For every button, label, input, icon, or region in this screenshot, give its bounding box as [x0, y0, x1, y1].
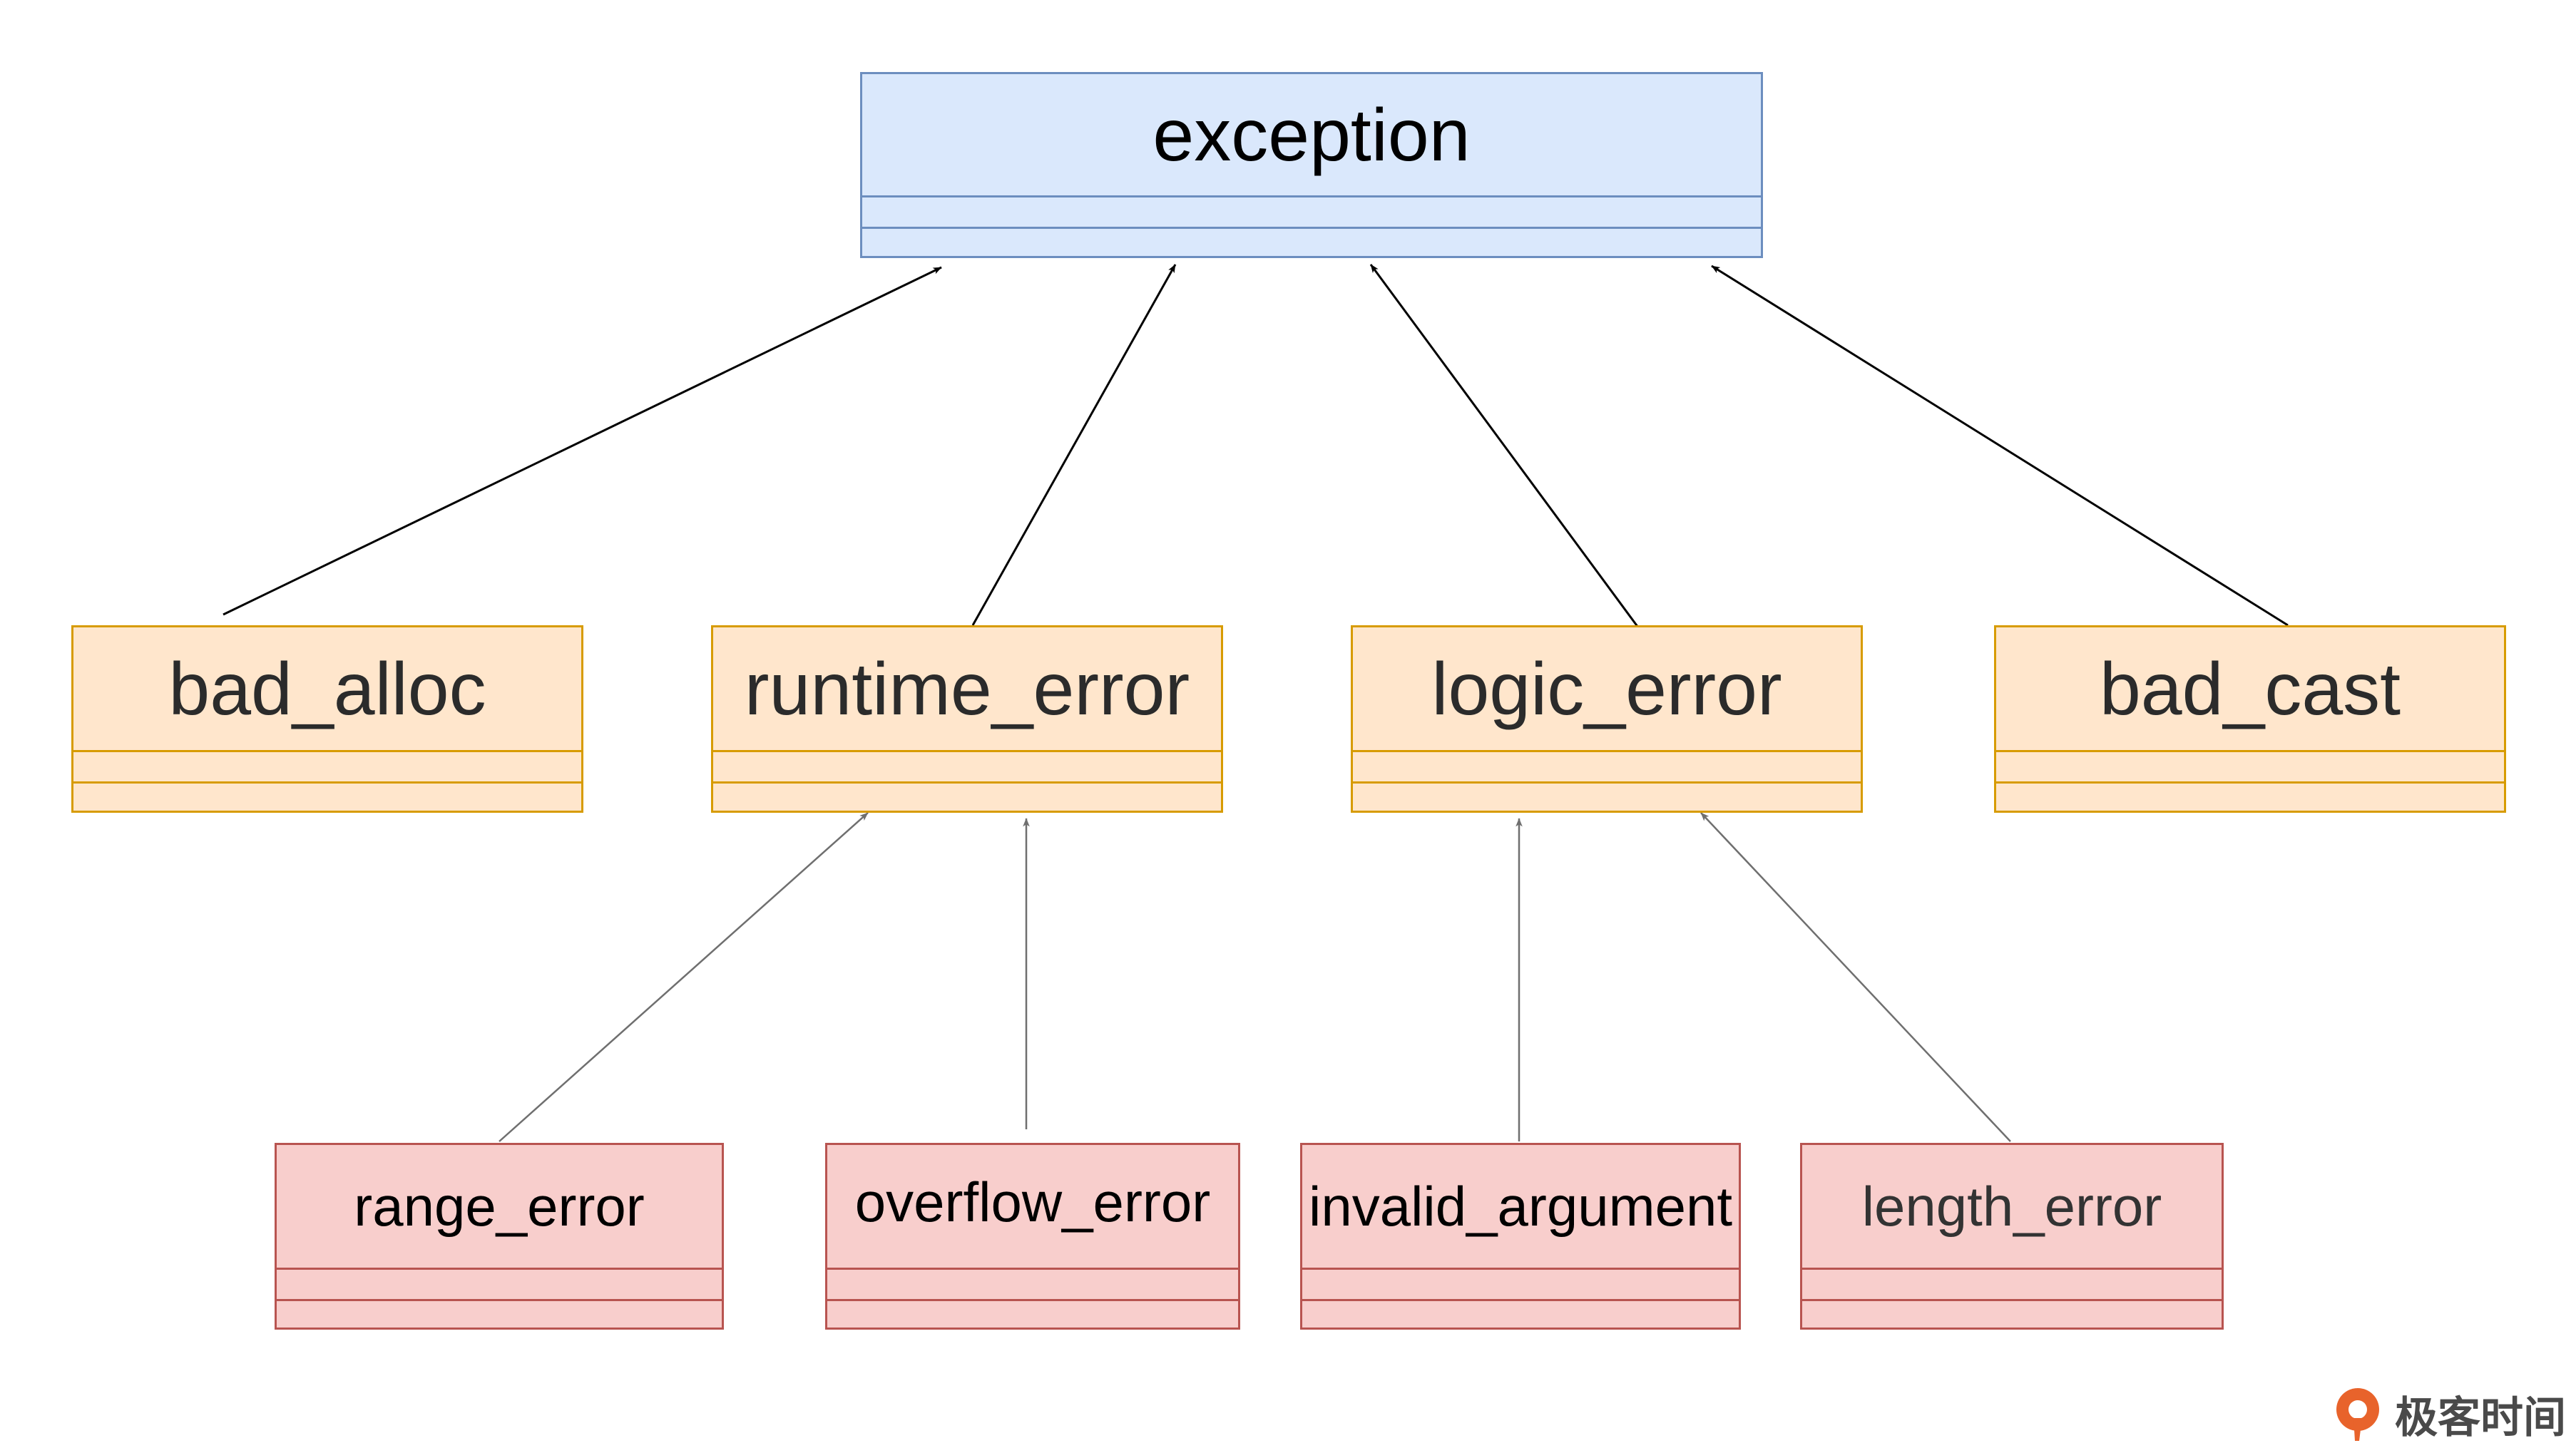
- class-box-length-error: length_error: [1800, 1143, 2224, 1330]
- methods-divider: [277, 1299, 722, 1301]
- arrow-bad-cast-to-exception: [1711, 265, 2289, 627]
- class-box-exception: exception: [860, 72, 1763, 258]
- methods-divider: [1996, 781, 2504, 784]
- arrow-length-error-to-logic-error: [1700, 812, 2011, 1142]
- attributes-divider: [862, 195, 1761, 197]
- class-name: invalid_argument: [1308, 1174, 1733, 1238]
- arrow-runtime-error-to-exception: [971, 264, 1177, 626]
- attributes-divider: [1302, 1268, 1739, 1270]
- class-name: runtime_error: [744, 647, 1190, 731]
- attributes-divider: [1353, 750, 1861, 752]
- class-name: logic_error: [1431, 647, 1782, 731]
- methods-divider: [1353, 781, 1861, 784]
- class-name: bad_cast: [2099, 647, 2401, 731]
- attributes-divider: [827, 1268, 1238, 1270]
- class-box-bad-cast: bad_cast: [1994, 625, 2506, 813]
- watermark: 极客时间: [2331, 1382, 2566, 1446]
- class-box-range-error: range_error: [275, 1143, 724, 1330]
- attributes-divider: [277, 1268, 722, 1270]
- methods-divider: [862, 227, 1761, 229]
- class-name: length_error: [1861, 1174, 2162, 1238]
- class-box-runtime-error: runtime_error: [711, 625, 1223, 813]
- attributes-divider: [1996, 750, 2504, 752]
- methods-divider: [1802, 1299, 2222, 1301]
- methods-divider: [827, 1299, 1238, 1301]
- class-box-logic-error: logic_error: [1351, 625, 1863, 813]
- class-name: bad_alloc: [168, 647, 486, 731]
- methods-divider: [713, 781, 1221, 784]
- class-box-invalid-argument: invalid_argument: [1300, 1143, 1741, 1330]
- methods-divider: [73, 781, 581, 784]
- arrow-range-error-to-runtime-error: [499, 812, 869, 1142]
- class-box-overflow-error: overflow_error: [825, 1143, 1240, 1330]
- watermark-text: 极客时间: [2395, 1392, 2566, 1443]
- attributes-divider: [1802, 1268, 2222, 1270]
- class-name: range_error: [354, 1174, 645, 1238]
- methods-divider: [1302, 1299, 1739, 1301]
- attributes-divider: [713, 750, 1221, 752]
- arrow-logic-error-to-exception: [1369, 264, 1640, 628]
- class-name: overflow_error: [854, 1170, 1211, 1233]
- arrow-bad-alloc-to-exception: [223, 266, 942, 616]
- attributes-divider: [73, 750, 581, 752]
- class-box-bad-alloc: bad_alloc: [71, 625, 583, 813]
- class-name: exception: [1152, 93, 1471, 177]
- geektime-logo-icon: [2336, 1388, 2379, 1441]
